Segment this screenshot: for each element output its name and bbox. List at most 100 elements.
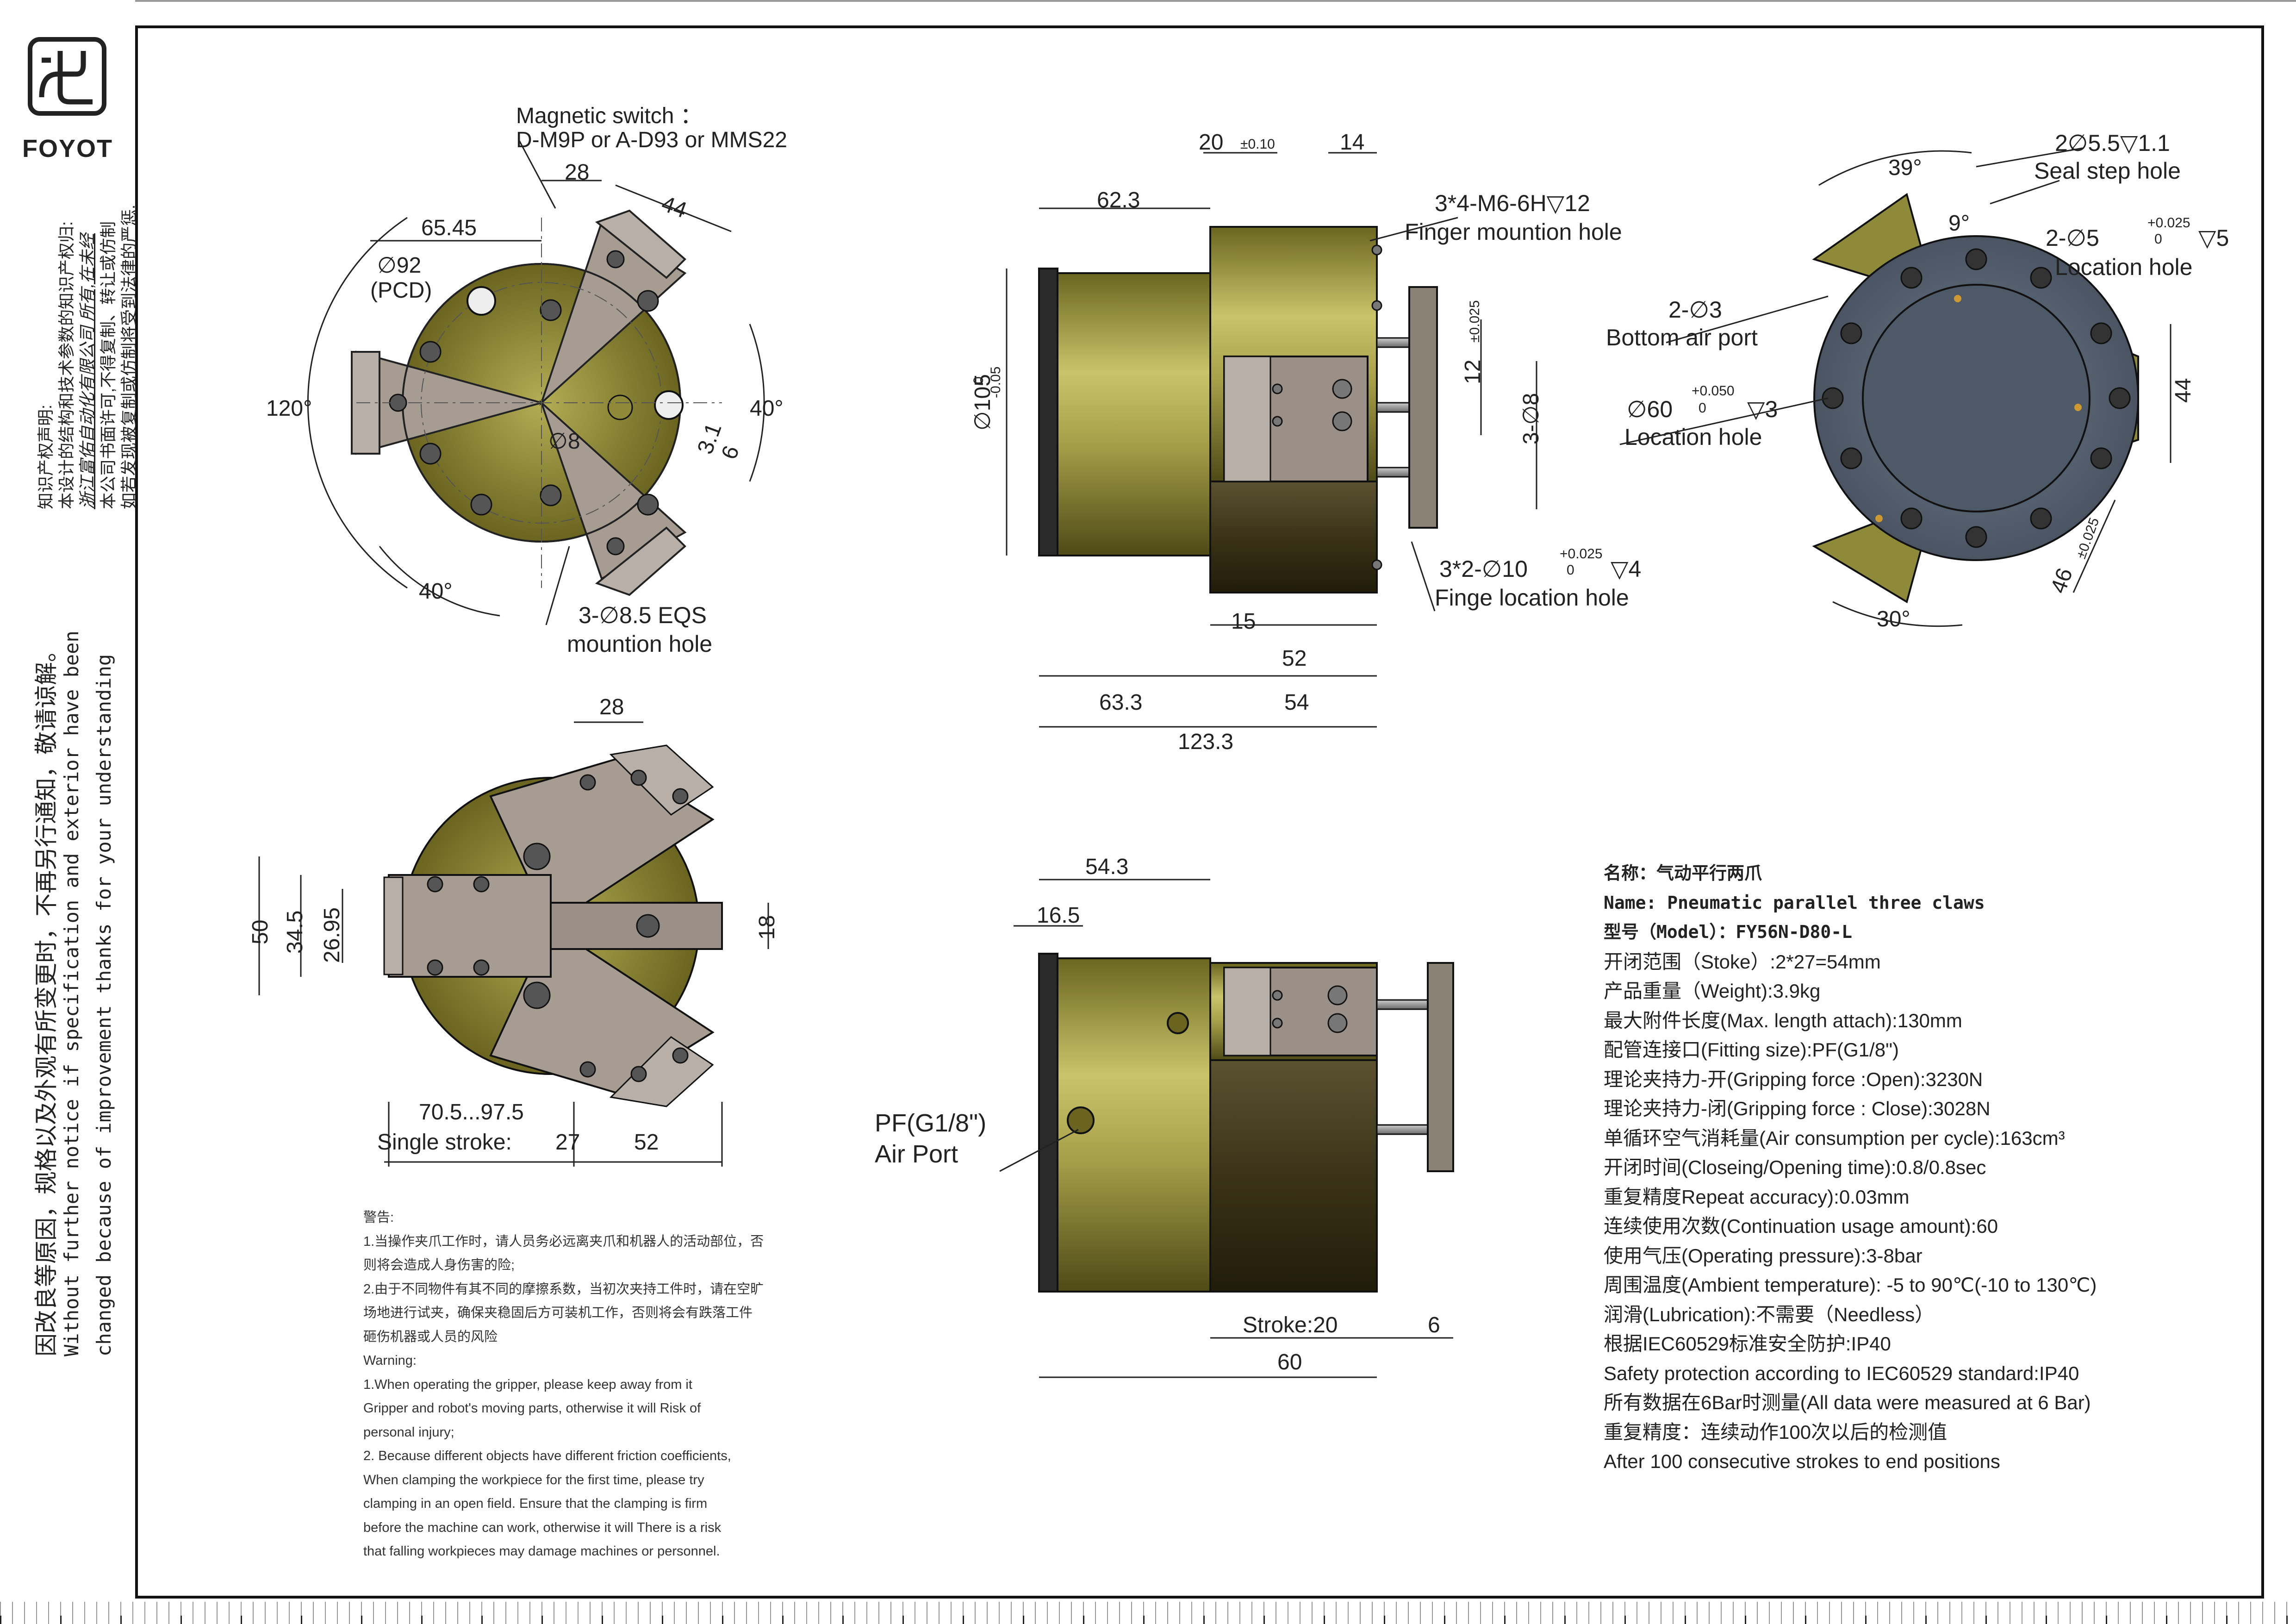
dim-d105-tol-up: 0 [971,376,986,384]
dim-28-top-left: 28 [565,160,590,185]
spec-block: 名称：气动平行两爪 Name: Pneumatic parallel three… [1604,859,2252,1476]
dim-54: 54 [1284,690,1309,715]
spec-name-en: Name: Pneumatic parallel three claws [1604,892,1985,913]
air-port-label: Air Port [875,1140,958,1168]
bottom-view-gripper [1619,147,2172,627]
logo-glyph [39,51,93,105]
location-hole-tol-up: +0.025 [2147,215,2190,231]
mount-hole-label-2: mountion hole [567,631,713,657]
drawing-frame [135,25,2264,1599]
top-border-line [135,0,2296,2]
side-view-open-gripper [999,879,1454,1378]
dim-d8: ∅8 [548,429,580,454]
dim-15: 15 [1231,609,1256,634]
dim-12: 12 [1461,359,1485,384]
spec-name-cn: 名称：气动平行两爪 [1604,863,1762,883]
magnetic-switch-label-1: Magnetic switch ： [516,104,703,128]
warning-line: before the machine can work, otherwise i… [363,1520,722,1535]
dim-27: 27 [555,1130,580,1155]
spec-line: 所有数据在6Bar时测量(All data were measured at 6… [1604,1392,2091,1413]
angle-40-right: 40° [750,396,784,421]
location-hole-tol-dn: 0 [2154,231,2162,247]
location-hole-label-2: Location hole [2055,254,2193,280]
spec-line: 根据IEC60529标准安全防护:IP40 [1604,1333,1891,1355]
warning-line: 2.由于不同物件有其不同的摩擦系数，当初次夹持工件时，请在空旷 [363,1281,764,1297]
spec-line: 开闭时间(Closeing/Opening time):0.8/0.8sec [1604,1156,1986,1178]
warning-line: Warning: [363,1353,417,1368]
warning-block: 警告: 1.当操作夹爪工作时，请人员务必远离夹爪和机器人的活动部位，否 则将会造… [363,1206,835,1564]
warning-line: 则将会造成人身伤害的险; [363,1258,515,1273]
dim-50: 50 [248,919,273,944]
spec-line: 润滑(Lubrication):不需要（Needless） [1604,1303,1935,1325]
loc60-label-1: ∅60 [1627,396,1673,422]
pcd-label: (PCD) [370,278,432,303]
spec-line: 单循环空气消耗量(Air consumption per cycle):163c… [1604,1127,2065,1149]
spec-line: 重复精度Repeat accuracy):0.03mm [1604,1186,1910,1208]
stroke-range: 70.5...97.5 [419,1100,524,1124]
dim-16-5: 16.5 [1037,903,1080,928]
dim-18: 18 [755,915,779,940]
warning-line: 警告: [363,1210,394,1225]
finge-loc-tol-up: +0.025 [1560,546,1603,562]
stroke-20: Stroke:20 [1243,1313,1338,1337]
spec-line: Safety protection according to IEC60529 … [1604,1362,2079,1384]
dim-26-95: 26.95 [320,907,344,963]
location-hole-depth: ▽5 [2198,225,2229,251]
dim-65-45: 65.45 [421,216,477,240]
spec-line: 理论夹持力-闭(Gripping force : Close):3028N [1604,1098,1991,1119]
air-port-label-2: Bottom air port [1606,325,1758,350]
side-view-gripper [1006,152,1537,728]
warning-line: 砸伤机器或人员的风险 [363,1329,498,1344]
finger-hole-label-2: Finger mountion hole [1405,219,1622,245]
dim-123-3: 123.3 [1178,730,1234,754]
warning-line: When clamping the workpiece for the firs… [363,1472,704,1487]
top-view-open-gripper [258,721,769,1167]
warning-line: 1.When operating the gripper, please kee… [363,1377,692,1392]
dim-d105-tol-dn: -0.05 [988,366,1003,398]
air-port-label-1: 2-∅3 [1668,297,1722,323]
spec-line: After 100 consecutive strokes to end pos… [1604,1450,2000,1472]
dim-34-5: 34.5 [283,910,307,954]
air-port-fitting-label: PF(G1/8") [875,1109,987,1137]
warning-line: personal injury; [363,1424,454,1440]
dim-28-bottom: 28 [599,695,624,719]
spec-line: 产品重量（Weight):3.9kg [1604,980,1821,1002]
top-view-gripper [307,138,765,625]
seal-hole-label-1: 2∅5.5▽1.1 [2055,130,2170,156]
pcd-value: ∅92 [377,253,422,278]
spec-line: 重复精度：连续动作100次以后的检测值 [1604,1421,1948,1443]
loc60-depth: ▽3 [1747,396,1778,422]
spec-line: 最大附件长度(Max. length attach):130mm [1604,1009,1962,1031]
warning-line: 1.当操作夹爪工作时，请人员务必远离夹爪和机器人的活动部位，否 [363,1234,764,1249]
loc60-tol-dn: 0 [1699,400,1706,416]
bottom-ruler-major-ticks [0,1616,2296,1624]
warning-line: 2. Because different objects have differ… [363,1449,731,1463]
spec-line: 周围温度(Ambient temperature): -5 to 90℃(-10… [1604,1274,2097,1296]
warning-line: Gripper and robot's moving parts, otherw… [363,1401,701,1416]
spec-line: 理论夹持力-开(Gripping force :Open):3230N [1604,1068,1983,1090]
single-stroke-label: Single stroke: [377,1130,512,1155]
dim-14: 14 [1340,130,1365,155]
location-hole-label-1: 2-∅5 [2046,225,2099,251]
angle-40-bottom: 40° [419,579,453,604]
finger-hole-label-1: 3*4-M6-6H▽12 [1435,190,1590,216]
spec-line: 使用气压(Operating pressure):3-8bar [1604,1244,1923,1267]
spec-line: 连续使用次数(Continuation usage amount):60 [1604,1215,1998,1237]
dim-60: 60 [1277,1350,1302,1374]
angle-30: 30° [1877,607,1910,631]
dim-62-3: 62.3 [1097,188,1140,212]
dim-20-tolerance: ±0.10 [1240,137,1275,152]
brand-name: FOYOT [22,135,113,162]
dim-12-tolerance: ±0.025 [1467,300,1482,343]
spec-line: 配管连接口(Fitting size):PF(G1/8") [1604,1039,1899,1061]
warning-line: that falling workpieces may damage machi… [363,1544,720,1559]
dim-20: 20 [1199,130,1224,155]
foyot-logo-icon [28,37,106,116]
spec-line: 开闭范围（Stoke）:2*27=54mm [1604,950,1881,973]
spec-model: 型号（Model）：FY56N-D80-L [1604,922,1853,942]
dim-54-3: 54.3 [1085,855,1129,879]
dim-52-bottom: 52 [634,1130,659,1155]
dim-6-bottom: 6 [1428,1313,1440,1337]
finge-loc-depth: ▽4 [1611,556,1642,582]
